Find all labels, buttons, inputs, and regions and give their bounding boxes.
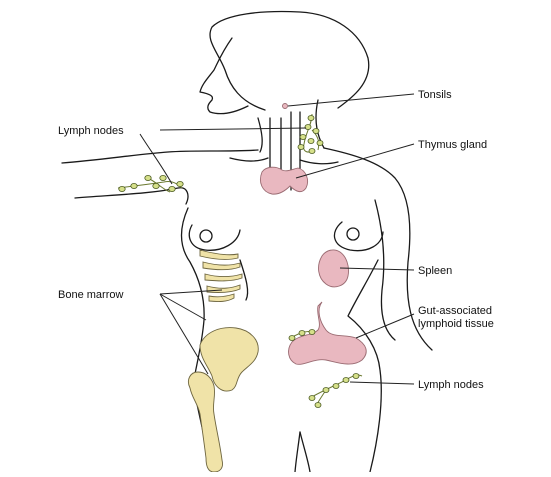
thymus-gland-shape xyxy=(260,167,307,194)
label-lymph-nodes-lower: Lymph nodes xyxy=(418,379,484,391)
label-tonsils: Tonsils xyxy=(418,89,452,101)
body-outline xyxy=(62,12,432,472)
groin-lymph-node-cluster xyxy=(309,374,362,408)
label-gut-associated: Gut-associated xyxy=(418,305,492,317)
neck-lymph-node-cluster xyxy=(298,114,323,154)
label-thymus-gland: Thymus gland xyxy=(418,139,487,151)
label-lymphoid-tissue: lymphoid tissue xyxy=(418,318,494,330)
tonsils-shape xyxy=(283,104,288,109)
armpit-lymph-node-cluster xyxy=(118,175,183,192)
ribs-shape xyxy=(200,250,242,302)
label-lymph-nodes-upper: Lymph nodes xyxy=(58,125,124,137)
label-spleen: Spleen xyxy=(418,265,452,277)
label-bone-marrow: Bone marrow xyxy=(58,289,123,301)
